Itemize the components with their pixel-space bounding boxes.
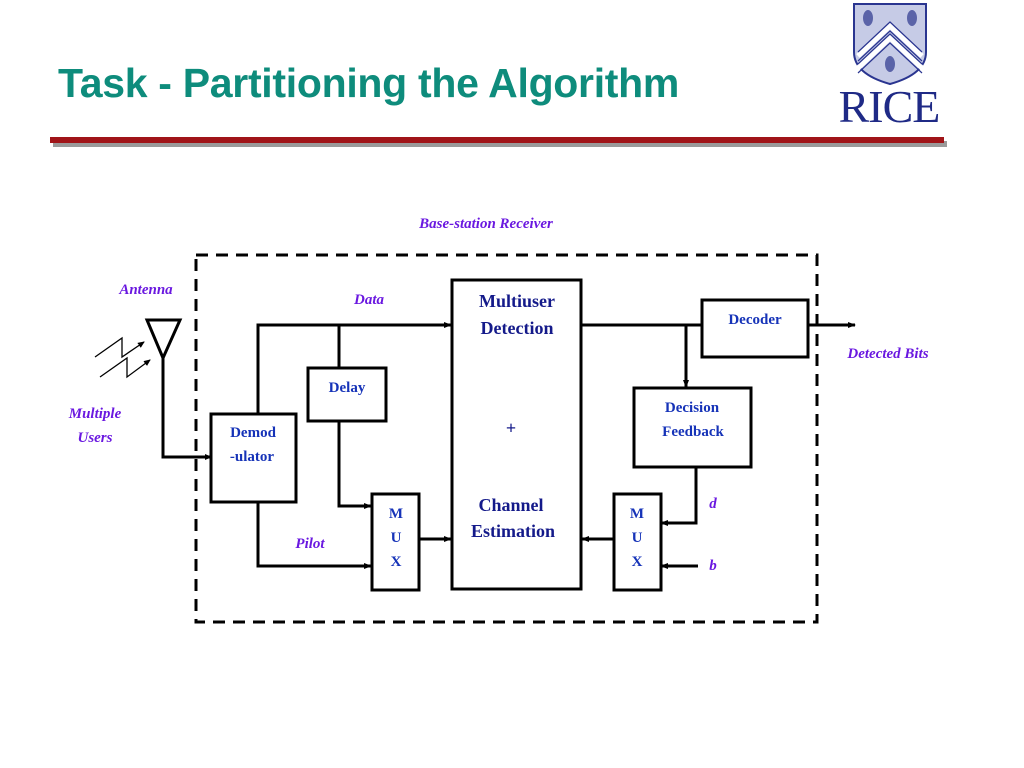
antenna-icon — [144, 318, 183, 362]
signal-arrows-icon — [94, 336, 151, 379]
boundary-label: Base-station Receiver — [418, 216, 553, 232]
df-label-line2: Feedback — [662, 424, 724, 440]
detected-bits-label: Detected Bits — [846, 346, 928, 362]
logo-text: RICE — [838, 81, 941, 132]
antenna-label: Antenna — [118, 282, 173, 298]
ce-label-line2: Estimation — [471, 521, 555, 541]
wire-antenna-demod — [161, 358, 212, 460]
d-label: d — [709, 496, 717, 512]
decision-feedback-block[interactable] — [632, 386, 753, 469]
mux-left-block[interactable] — [370, 492, 421, 592]
pilot-label: Pilot — [295, 536, 325, 552]
decoder-block[interactable] — [700, 298, 810, 359]
rice-shield-icon — [853, 3, 927, 86]
df-label-line1: Decision — [665, 400, 720, 416]
users-label-line1: Multiple — [68, 406, 122, 422]
plus-label: + — [506, 418, 516, 438]
mux-left-m: M — [389, 506, 403, 522]
title-rule — [50, 137, 944, 143]
data-label: Data — [353, 292, 385, 308]
wire-pilot — [256, 502, 372, 569]
multiuser-detection-channel-estimation-block[interactable] — [450, 278, 583, 591]
wire-delay-mux1 — [337, 421, 372, 509]
delay-block[interactable] — [306, 366, 388, 423]
users-label-line2: Users — [77, 430, 112, 446]
slide-title: Task - Partitioning the Algorithm — [58, 60, 680, 106]
receiver-boundary — [194, 253, 819, 624]
mux-right-u: U — [632, 530, 643, 546]
b-label: b — [709, 558, 717, 574]
mux-right-m: M — [630, 506, 644, 522]
mux-left-u: U — [391, 530, 402, 546]
title-rule-shadow — [53, 141, 947, 147]
wire-data — [256, 322, 452, 414]
demodulator-block[interactable] — [209, 412, 298, 504]
mux-right-block[interactable] — [612, 492, 663, 592]
mud-label-line2: Detection — [481, 318, 554, 338]
demod-label-line1: Demod — [230, 425, 276, 441]
ce-label-line1: Channel — [478, 495, 543, 515]
wire-feedback-mux2 — [660, 467, 698, 526]
mux-left-x: X — [391, 554, 402, 570]
decoder-label: Decoder — [728, 312, 782, 328]
demod-label-line2: -ulator — [230, 449, 275, 465]
mud-label-line1: Multiuser — [479, 291, 555, 311]
delay-label: Delay — [329, 380, 366, 396]
mux-right-x: X — [632, 554, 643, 570]
